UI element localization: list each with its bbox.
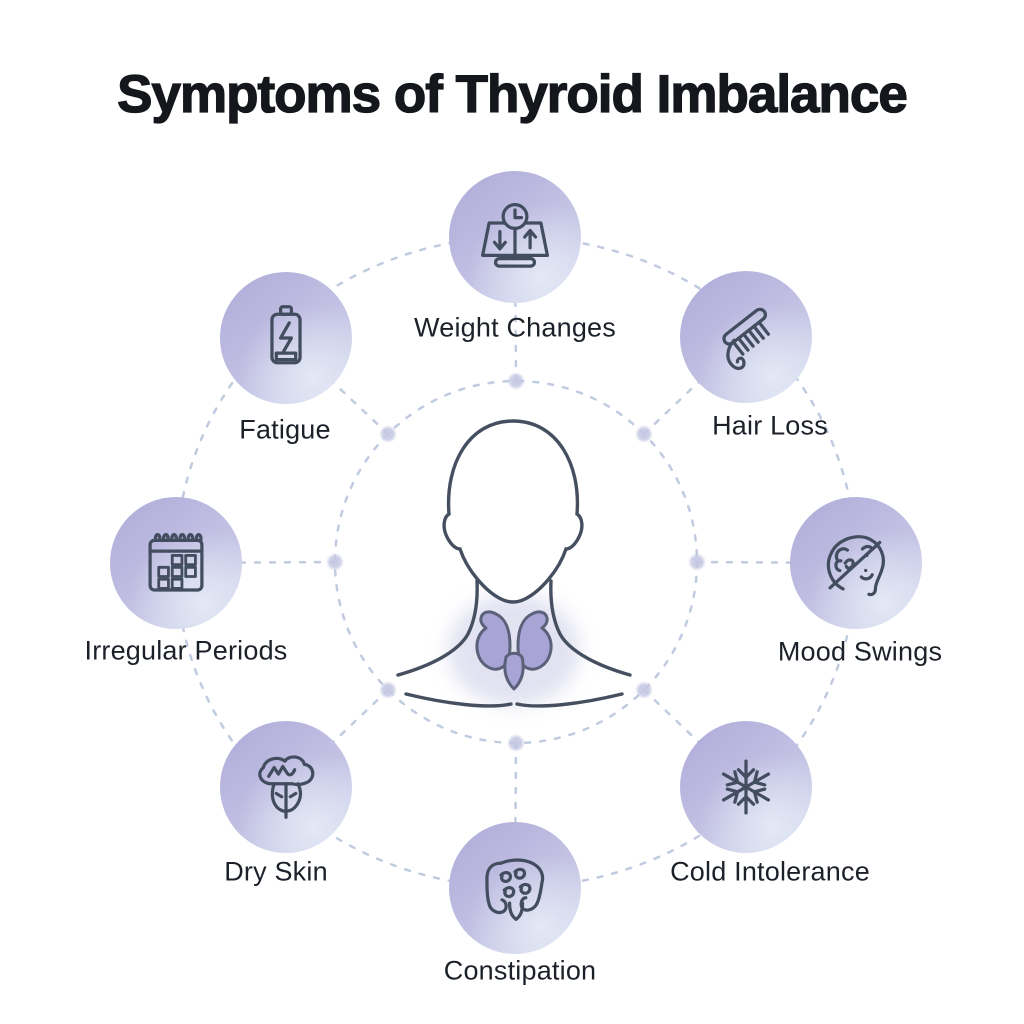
- symptom-circle-mood-swings: [790, 497, 922, 629]
- symptom-circle-constipation: [449, 822, 581, 954]
- weight-scale-icon: [481, 203, 549, 268]
- symptom-label-mood-swings: Mood Swings: [777, 636, 943, 667]
- symptom-circle-fatigue: [220, 272, 352, 404]
- symptom-circle-dry-skin: [220, 721, 352, 853]
- human-neck-thyroid-icon: [396, 419, 632, 708]
- symptom-label-dry-skin: Dry Skin: [224, 856, 328, 887]
- symptom-circle-irregular-periods: [110, 497, 242, 629]
- comb-hair-loss-icon: [722, 307, 770, 370]
- infographic-title: Symptoms of Thyroid Imbalance: [116, 64, 908, 124]
- symptom-circle-hair-loss: [680, 271, 812, 403]
- symptom-label-fatigue: Fatigue: [239, 414, 331, 445]
- snowflake-icon: [721, 759, 771, 815]
- low-battery-icon: [270, 305, 302, 365]
- symptom-label-hair-loss: Hair Loss: [712, 410, 828, 441]
- connector-dots: [326, 372, 706, 752]
- symptom-label-weight-changes: Weight Changes: [414, 312, 616, 343]
- symptom-label-constipation: Constipation: [443, 955, 597, 986]
- calendar-icon: [148, 533, 204, 592]
- dry-skin-icon: [258, 755, 315, 819]
- symptom-label-irregular-periods: Irregular Periods: [84, 635, 288, 666]
- thyroid-gland: [475, 610, 553, 691]
- symptom-circle-cold-intolerance: [680, 721, 812, 853]
- symptom-circle-weight-changes: [449, 171, 581, 303]
- brain-mood-icon: [826, 535, 885, 597]
- symptom-label-cold-intolerance: Cold Intolerance: [670, 856, 870, 887]
- intestines-icon: [485, 858, 545, 921]
